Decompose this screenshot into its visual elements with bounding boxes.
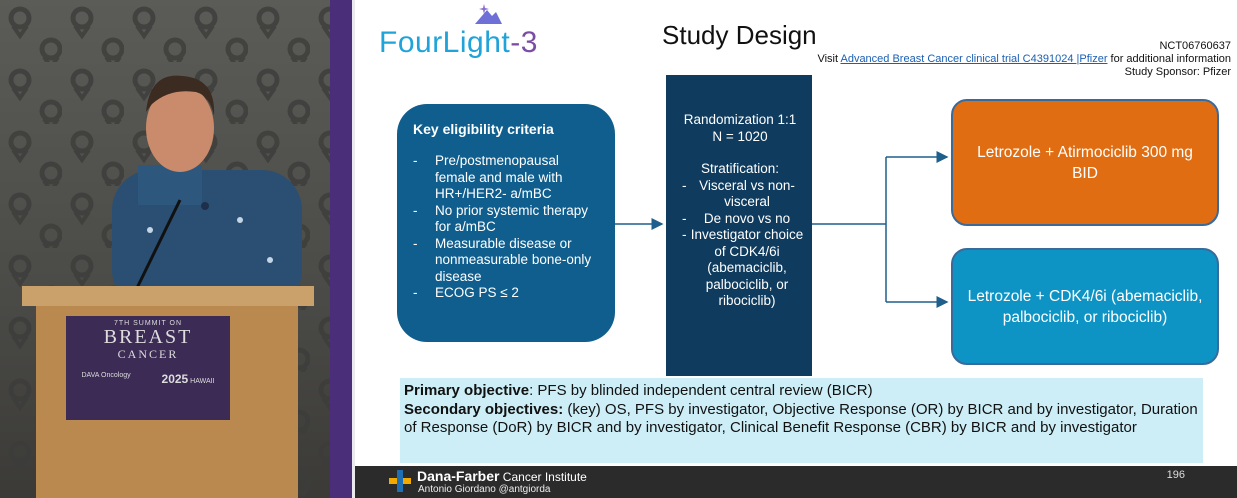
institute-name: Dana-Farber Cancer Institute (417, 468, 587, 484)
panel-divider (330, 0, 352, 498)
secondary-objectives-label: Secondary objectives: (404, 400, 564, 418)
eligibility-heading: Key eligibility criteria (413, 121, 554, 137)
panel-divider-light (352, 0, 355, 498)
arm-a-box: Letrozole + Atirmociclib 300 mg BID (951, 99, 1219, 226)
backdrop-pattern (0, 0, 330, 498)
visit-info: Visit Advanced Breast Cancer clinical tr… (817, 53, 1231, 65)
logo-text: FourLight (379, 26, 511, 59)
arm-b-label: Letrozole + CDK4/6i (abemaciclib, palboc… (967, 287, 1203, 326)
podium-line3: CANCER (117, 347, 179, 361)
arm-b-box: Letrozole + CDK4/6i (abemaciclib, palboc… (951, 248, 1219, 365)
institute-rest: Cancer Institute (499, 470, 587, 484)
mountain-logo-icon (475, 4, 502, 24)
study-sponsor: Study Sponsor: Pfizer (1124, 66, 1231, 78)
logo-number: -3 (510, 26, 538, 59)
trial-link[interactable]: Advanced Breast Cancer clinical trial C4… (840, 53, 1108, 65)
objectives-box: Primary objective: PFS by blinded indepe… (400, 378, 1203, 463)
randomization-box: Randomization 1:1 N = 1020 Stratificatio… (666, 75, 812, 376)
institute-bold: Dana-Farber (417, 468, 500, 484)
author-handle: Antonio Giordano @antgiorda (418, 484, 551, 495)
secondary-objectives-text: (key) OS, PFS by investigator, Objective… (404, 400, 1198, 437)
arm-a-label: Letrozole + Atirmociclib 300 mg BID (977, 143, 1193, 182)
eligibility-item: Pre/postmenopausal female and male with … (413, 153, 601, 203)
speaker-figure (112, 75, 302, 310)
primary-objective-label: Primary objective (404, 382, 530, 399)
podium-sign: 7TH SUMMIT ON BREAST CANCER DAVA Oncolog… (66, 320, 230, 386)
stratification-list: Visceral vs non-visceral De novo vs no I… (674, 178, 806, 310)
randomization-ratio: Randomization 1:1 (683, 112, 797, 127)
slide-footer: Dana-Farber Cancer Institute Antonio Gio… (355, 466, 1237, 498)
page-number: 196 (1166, 469, 1185, 481)
eligibility-list: Pre/postmenopausal female and male with … (413, 153, 601, 302)
primary-objective-text: : PFS by blinded independent central rev… (529, 382, 873, 399)
dana-farber-logo-icon (389, 470, 411, 492)
visit-suffix: for additional information (1107, 53, 1231, 65)
podium-line2: BREAST (103, 326, 193, 348)
eligibility-item: ECOG PS ≤ 2 (413, 285, 601, 302)
fourlight-logo: FourLight-3 (379, 4, 538, 60)
visit-prefix: Visit (817, 53, 841, 65)
stratification-item: Investigator choice of CDK4/6i (abemacic… (674, 227, 806, 310)
eligibility-item: No prior systemic therapy for a/mBC (413, 203, 601, 236)
podium (22, 286, 314, 498)
eligibility-item: Measurable disease or nonmeasurable bone… (413, 236, 601, 286)
stratification-item: De novo vs no (674, 211, 806, 228)
podium-place: HAWAII (190, 378, 215, 385)
stratification-item: Visceral vs non-visceral (674, 178, 806, 211)
slide-title: Study Design (662, 20, 817, 50)
podium-year: 2025 (161, 372, 189, 386)
randomization-n: N = 1020 (712, 128, 768, 144)
eligibility-box: Key eligibility criteria Pre/postmenopau… (397, 104, 615, 342)
presentation-slide: FourLight-3 Study Design NCT06760637 Vis… (355, 0, 1237, 466)
podium-brand: DAVA Oncology (81, 372, 131, 379)
speaker-video-panel: 7TH SUMMIT ON BREAST CANCER DAVA Oncolog… (0, 0, 330, 498)
stratification-heading: Stratification: (700, 161, 780, 176)
podium-line1: 7TH SUMMIT ON (113, 320, 183, 327)
nct-number: NCT06760637 (1159, 40, 1231, 52)
